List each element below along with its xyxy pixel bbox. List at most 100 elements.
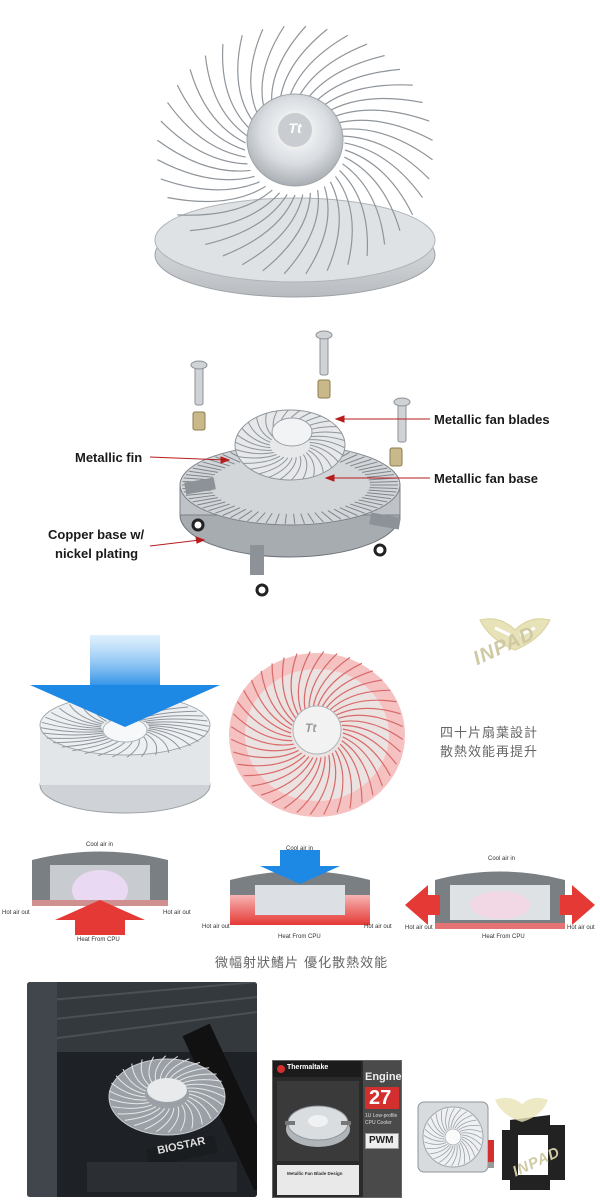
- fan-blade: [342, 732, 391, 776]
- inpad-emblem-icon: [479, 618, 551, 651]
- fan-blade: [189, 69, 246, 144]
- fan-blade: [237, 752, 303, 767]
- fan-blade: [309, 447, 333, 469]
- fan-blade: [249, 456, 285, 470]
- fan-blade: [438, 1145, 454, 1163]
- heatsink-fin: [354, 501, 378, 509]
- fan-blade: [124, 1107, 161, 1121]
- fan-blade: [283, 190, 319, 275]
- fan-blade: [51, 712, 102, 728]
- fan-image: [154, 25, 436, 298]
- fan-blade: [189, 192, 281, 232]
- heatsink-fin: [327, 510, 342, 520]
- heatsink-fin: [345, 456, 365, 465]
- heatsink-fin: [339, 454, 358, 463]
- exploded-cooler-image: [149, 330, 430, 597]
- fan-blade: [157, 139, 251, 172]
- diagram-1-top: Cool air in: [86, 842, 114, 848]
- fan-blade: [148, 726, 199, 742]
- fan-blade: [281, 657, 297, 719]
- fan-blade: [205, 194, 288, 246]
- fan-blade: [303, 651, 325, 712]
- fan-blade: [241, 427, 271, 446]
- fan-blade: [177, 1073, 217, 1082]
- accessories-image: [417, 1097, 565, 1190]
- fan-blade: [237, 701, 292, 738]
- fan-blade: [335, 707, 401, 717]
- fan-blade: [330, 109, 430, 122]
- fan-blade: [316, 662, 363, 709]
- box-model-number: 27: [369, 1087, 392, 1109]
- fan-logo: Tt: [288, 120, 302, 136]
- fan-blade: [181, 1079, 222, 1084]
- fan-blade: [461, 1136, 479, 1152]
- fan-blade: [328, 689, 391, 712]
- fan-blade: [117, 1106, 157, 1115]
- fan-blade: [59, 707, 102, 726]
- heatsink-fin: [247, 511, 259, 522]
- heatsink-fin: [192, 497, 219, 503]
- fan-blade: [243, 754, 306, 777]
- heatsink-fin: [358, 499, 383, 506]
- accessories: INPAD: [410, 1080, 600, 1200]
- heatsink-fin: [367, 474, 395, 478]
- fan-blade: [250, 28, 264, 119]
- diagram-3-graphic: [405, 871, 595, 929]
- fan-blade: [334, 750, 344, 813]
- fan-blade: [337, 714, 403, 728]
- fan-blade: [459, 1142, 466, 1164]
- fan-blade: [164, 1058, 190, 1080]
- fan-blade: [179, 1104, 186, 1132]
- fan-blade: [309, 444, 339, 463]
- fan-blade: [426, 1143, 448, 1150]
- fan-blade: [221, 44, 251, 131]
- heatsink-fin: [350, 503, 372, 512]
- heatsink-fin: [208, 458, 230, 467]
- heatsink-fin: [361, 497, 388, 503]
- box-brand: Thermaltake: [287, 1064, 329, 1071]
- fan-blade: [147, 729, 181, 750]
- fan-blade: [344, 156, 401, 231]
- fan-blade: [305, 186, 329, 275]
- diagram-caption: 微幅射狀鰭片 優化散熱效能: [215, 956, 389, 971]
- heatsink-fin: [369, 487, 398, 489]
- fan-blade: [429, 1144, 450, 1155]
- fan-blade: [323, 752, 337, 815]
- diagram-3: Cool air in Hot air out Hot air out Heat…: [400, 855, 600, 950]
- diagram-3-bottom: Heat From CPU: [482, 934, 525, 940]
- diagram-3-right: Hot air out: [567, 925, 595, 931]
- diagram-1: Cool air in Hot air out Hot air out Heat…: [0, 835, 200, 945]
- fan-blade: [344, 142, 423, 198]
- fan-blade: [186, 1099, 203, 1125]
- cool-air-fan: [30, 635, 220, 815]
- fan-blade: [188, 1096, 212, 1120]
- fan-blade: [450, 1108, 462, 1129]
- fan-blade: [145, 721, 210, 727]
- diagram-1-graphic: [32, 851, 168, 935]
- fan-blade: [145, 730, 170, 753]
- fan-blade: [290, 455, 302, 481]
- callout-fan-base: Metallic fan base: [434, 471, 539, 486]
- hot-air-fan: Tt: [225, 645, 410, 820]
- fan-blade: [148, 1056, 155, 1084]
- fan-blade: [234, 441, 272, 451]
- fan-blade: [131, 1063, 148, 1089]
- heatsink-fin: [275, 513, 280, 524]
- fan-blade: [339, 169, 369, 256]
- fan-blade: [108, 1090, 147, 1101]
- fan-blade: [232, 713, 293, 742]
- heatsink-fin: [215, 505, 235, 514]
- heatsink-fin: [369, 481, 398, 483]
- fan-blade: [320, 670, 374, 709]
- fan-blade: [342, 728, 397, 765]
- heatsink-fin: [321, 511, 333, 522]
- fan-blade: [231, 738, 297, 752]
- heatsink-fin: [192, 467, 219, 473]
- product-box: Thermaltake Metallic Fan Blade Design En…: [272, 1060, 402, 1198]
- diagram-1-left: Hot air out: [2, 910, 30, 916]
- heatsink-fin: [345, 505, 365, 514]
- fan-blade: [342, 163, 386, 245]
- fan-blade: [157, 159, 255, 181]
- fan-blade: [448, 1107, 455, 1129]
- fan-blade: [312, 657, 351, 709]
